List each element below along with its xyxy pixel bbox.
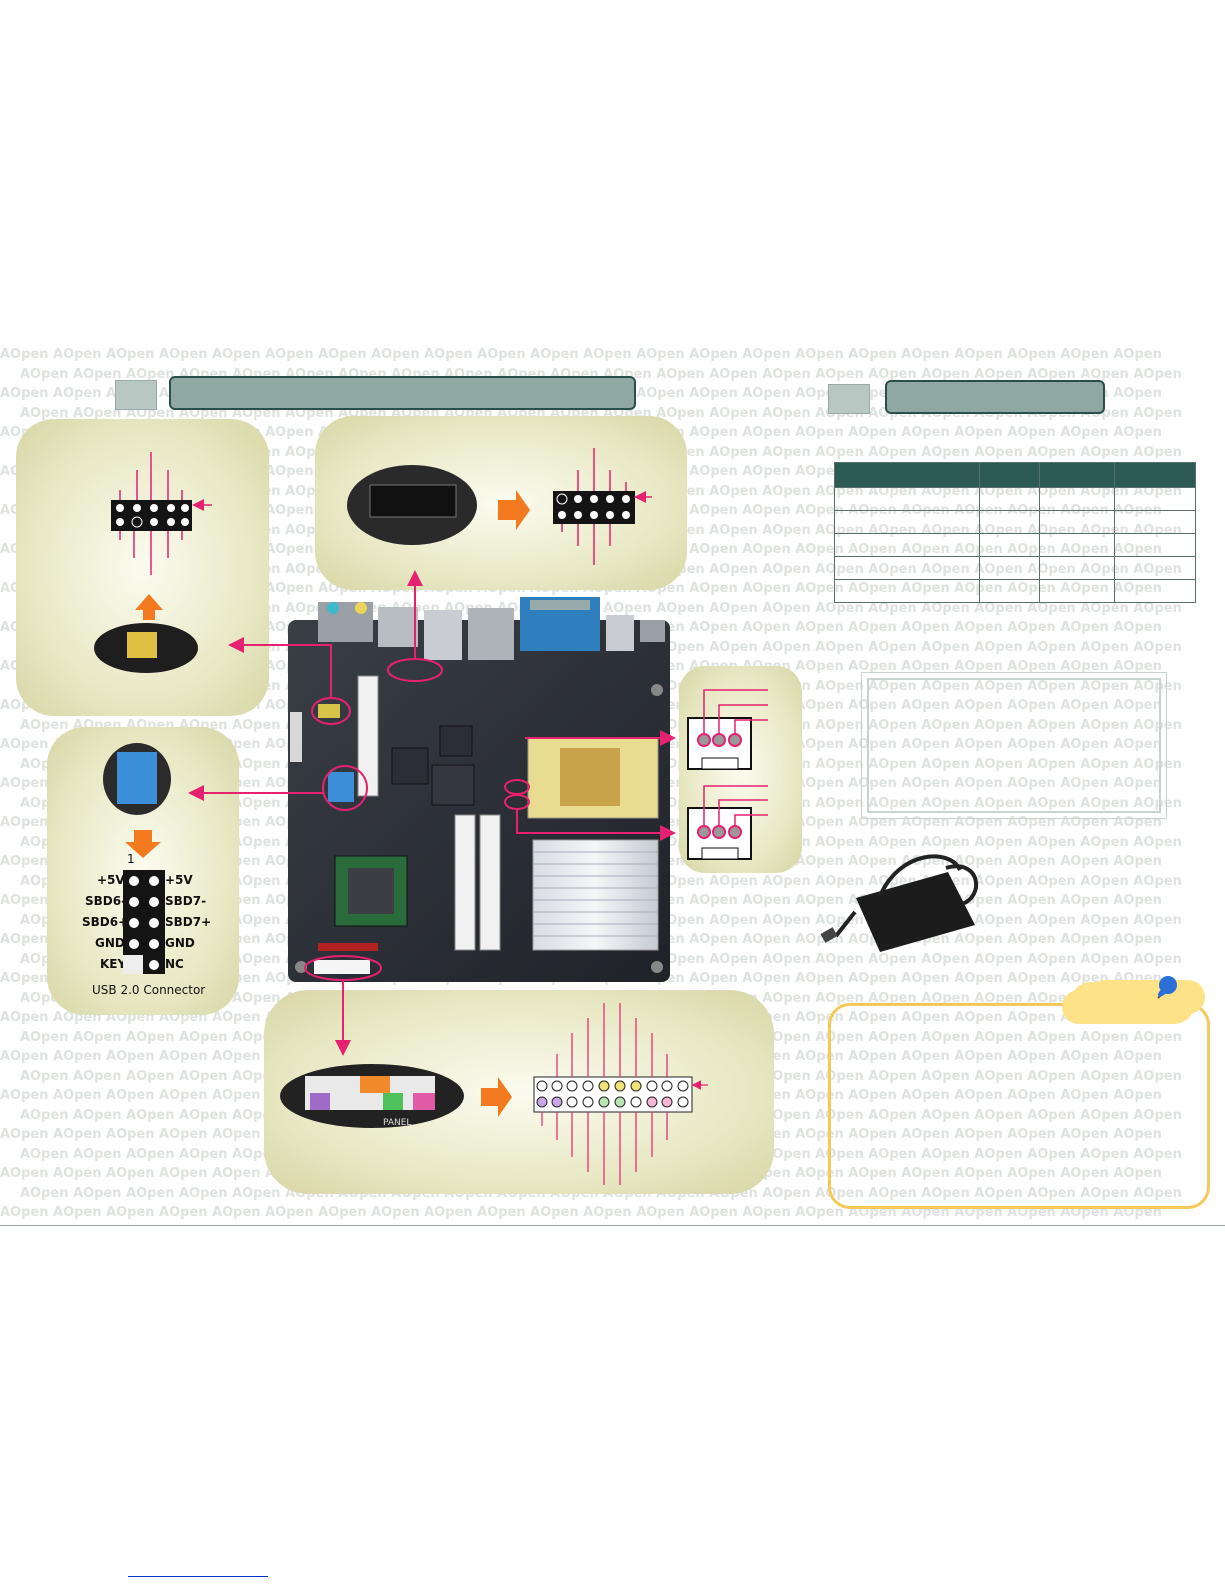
table-row [834,579,1196,603]
table-header-row [834,462,1196,488]
left-section-title-bar [169,376,636,410]
table-header-cell [979,462,1040,488]
table-row [834,533,1196,557]
right-section-number-box [828,384,870,414]
footer-link-underline [128,1576,268,1577]
pushpin-icon [1157,976,1177,999]
motherboard-photo [288,597,670,982]
table-header-cell [834,462,980,488]
usb-pin-right-1: +5V [165,873,193,887]
watermark-row: AOpen AOpen AOpen AOpen AOpen AOpen AOpe… [0,347,1162,362]
usb-pin-left-2: SBD6- [85,894,127,908]
table-row [834,510,1196,534]
usb-pin-right-3: SBD7+ [165,915,212,929]
spec-table [834,462,1196,603]
audio-header-diagram [347,448,652,565]
usb-pin-right-5: NC [165,957,184,971]
usb-pin-left-1: +5V [97,873,125,887]
usb-pin-left-3: SBD6+ [82,915,129,929]
watermark-row: AOpen AOpen AOpen AOpen AOpen AOpen AOpe… [20,600,1182,616]
usb-pin-left-5: KEY [100,957,127,971]
left-section-number-box [115,380,157,410]
right-section-title-bar [885,380,1105,414]
tip-frame [828,1003,1210,1209]
jumper-pin-diagram [94,452,212,673]
usb-pin-one-marker: 1 [127,852,135,866]
usb-pin-right-2: SBD7- [165,894,207,908]
front-panel-diagram: PANEL [280,1003,708,1185]
table-header-cell [1039,462,1115,488]
note-frame [861,672,1167,819]
panel-silkscreen-label: PANEL [383,1118,411,1128]
fan-connector-diagrams [687,689,768,860]
usb-pin-right-4: GND [165,936,195,950]
usb-header-photo [103,743,171,974]
usb-pin-left-4: GND [95,936,125,950]
callout-arrows [188,570,676,1056]
bottom-rule [0,1225,1225,1226]
table-header-cell [1114,462,1196,488]
power-adapter-icon [820,854,979,952]
usb-connector-title: USB 2.0 Connector [92,983,206,997]
